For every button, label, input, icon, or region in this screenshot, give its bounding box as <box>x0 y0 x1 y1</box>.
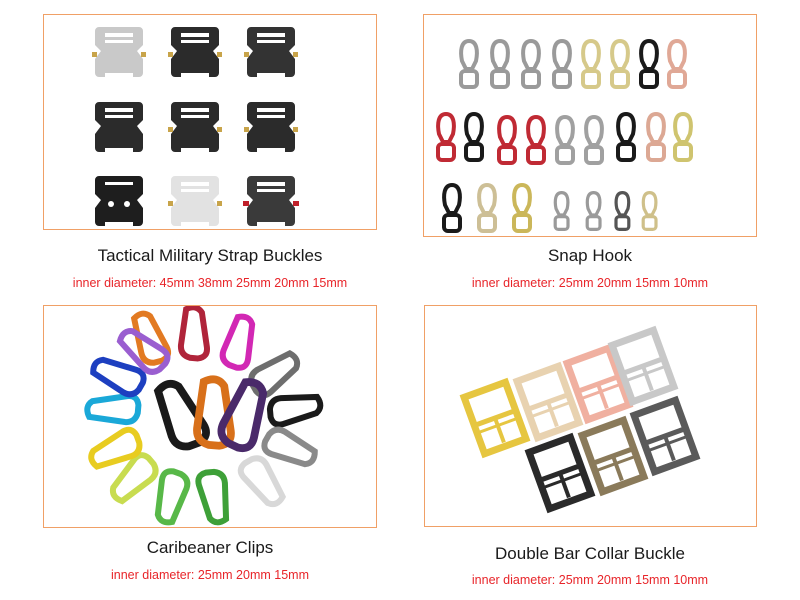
collar-buckle-graphic <box>425 306 758 528</box>
carabiner-clips-image <box>43 305 377 528</box>
product-title-carabiner: Caribeaner Clips <box>146 538 274 557</box>
product-title-snap-hook: Snap Hook <box>547 246 633 265</box>
product-title-collar-buckle: Double Bar Collar Buckle <box>495 544 685 563</box>
carabiner-graphic <box>44 306 378 529</box>
collar-buckles-image <box>424 305 757 527</box>
snap-hook-graphic <box>436 39 693 233</box>
product-spec-collar-buckle: inner diameter: 25mm 20mm 15mm 10mm <box>471 573 709 587</box>
product-title-tactical: Tactical Military Strap Buckles <box>97 246 323 265</box>
product-spec-tactical: inner diameter: 45mm 38mm 25mm 20mm 15mm <box>72 276 348 290</box>
snap-hooks-image <box>423 14 757 237</box>
product-spec-snap-hook: inner diameter: 25mm 20mm 15mm 10mm <box>471 276 709 290</box>
buckle-grid-graphic <box>92 27 299 226</box>
tactical-buckles-image <box>43 14 377 230</box>
product-spec-carabiner: inner diameter: 25mm 20mm 15mm <box>111 568 309 582</box>
